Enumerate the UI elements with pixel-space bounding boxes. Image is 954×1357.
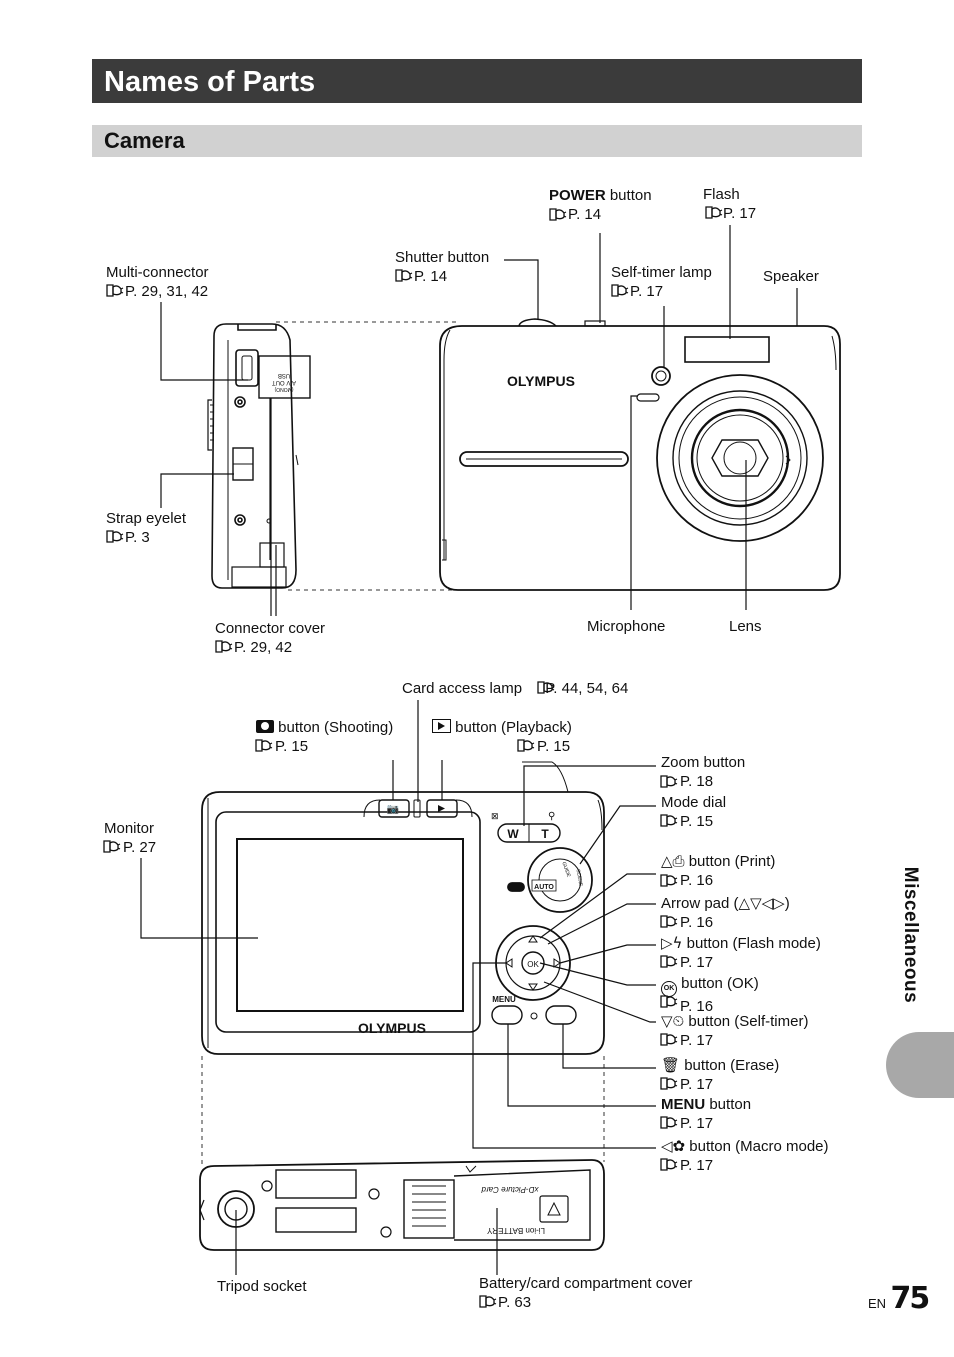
sidebar-section-label: Miscellaneous — [900, 866, 921, 1004]
mode-auto-mark: AUTO — [534, 884, 554, 891]
label-shooting-button: button (Shooting) P. 15 — [256, 718, 393, 756]
label-self-timer-button: ▽⏲ button (Self-timer) P. 17 — [661, 1012, 809, 1049]
xd-card-mark: xD-Picture Card — [481, 1185, 539, 1194]
label-strap-eyelet: Strap eyelet P. 3 — [106, 510, 187, 546]
label-microphone: Microphone — [587, 618, 666, 635]
label-multi-connector: Multi-connector P. 29, 31, 42 — [106, 264, 209, 300]
mode-scene-mark: SCENE — [575, 869, 584, 888]
playback-triangle-icon — [438, 805, 445, 812]
label-erase-button: 🗑 button (Erase) P. 17 — [661, 1056, 780, 1093]
left-macro-icon: ◁✿ — [661, 1137, 686, 1155]
language-code: EN — [868, 1296, 887, 1311]
label-tripod-socket: Tripod socket — [217, 1278, 307, 1295]
index-icon: ⊠ — [491, 811, 499, 821]
section-title-bar: Names of Parts — [92, 59, 862, 103]
back-view-marks: 📷 W T ⊠ ⚲ AUTO GUIDE SCENE OK MENU OLYMP… — [358, 804, 584, 1036]
leader-lines-top — [160, 225, 798, 616]
camera-icon — [256, 720, 274, 733]
label-print-button: △⎙ button (Print) P. 16 — [661, 852, 776, 889]
label-lens: Lens — [729, 618, 762, 635]
leader-lines-bottom — [140, 700, 656, 1275]
menu-button-mark: MENU — [492, 995, 516, 1004]
label-ok-button: OK button (OK) P. 16 — [661, 974, 759, 1016]
subsection-title: Camera — [104, 128, 185, 153]
shooting-camera-icon: 📷 — [387, 804, 399, 815]
page-number: EN 75 — [868, 1281, 931, 1316]
camera-back-view — [201, 761, 605, 1055]
mono-mark: (MONO) — [274, 386, 293, 392]
arrow-pad-icons: △▽◁▷ — [738, 894, 785, 912]
olympus-logo-back: OLYMPUS — [358, 1020, 426, 1036]
ok-icon: OK — [661, 981, 677, 997]
camera-bottom-view — [199, 1159, 605, 1251]
label-battery-cover: Battery/card compartment cover P. 63 — [479, 1275, 693, 1311]
label-flash: Flash P. 17 — [703, 186, 757, 222]
right-flash-icon: ▷ϟ — [661, 934, 683, 952]
battery-mark: Li-ion BATTERY — [486, 1226, 545, 1235]
label-speaker: Speaker — [763, 268, 819, 285]
page-number-value: 75 — [890, 1281, 931, 1316]
label-power-button: POWER button P. 14 — [549, 187, 652, 223]
label-self-timer-lamp: Self-timer lamp P. 17 — [611, 264, 712, 300]
mode-guide-mark: GUIDE — [560, 861, 571, 879]
label-mode-dial: Mode dial P. 15 — [661, 794, 727, 830]
side-port-marks: USB A/V OUT (MONO) — [272, 372, 296, 392]
page-reference-icons — [103, 206, 723, 1308]
erase-icon: 🗑 — [661, 1056, 681, 1074]
playback-icon — [432, 719, 451, 733]
label-zoom-button: Zoom button P. 18 — [661, 754, 746, 790]
label-connector-cover: Connector cover P. 29, 42 — [215, 620, 326, 656]
label-shutter-button: Shutter button P. 14 — [395, 249, 490, 285]
up-print-icon: △⎙ — [661, 852, 685, 870]
zoom-t-mark: T — [541, 827, 549, 841]
page-title: Names of Parts — [104, 66, 316, 98]
label-arrow-pad: Arrow pad (△▽◁▷) P. 16 — [661, 894, 790, 931]
label-playback-button: button (Playback) P. 15 — [432, 718, 572, 756]
label-monitor: Monitor P. 27 — [104, 820, 157, 856]
down-timer-icon: ▽⏲ — [661, 1012, 685, 1030]
av-out-mark: A/V OUT — [272, 379, 296, 385]
camera-front-view — [439, 318, 841, 591]
sidebar-tab — [886, 1032, 954, 1098]
label-flash-mode-button: ▷ϟ button (Flash mode) P. 17 — [661, 934, 821, 971]
zoom-w-mark: W — [507, 827, 519, 841]
usb-mark: USB — [278, 372, 290, 378]
label-card-access-lamp: Card access lamp P. 44, 54, 64 — [402, 680, 629, 697]
ok-button-mark: OK — [527, 960, 539, 969]
olympus-logo-front: OLYMPUS — [507, 373, 575, 389]
magnify-icon: ⚲ — [548, 811, 555, 822]
label-macro-button: ◁✿ button (Macro mode) P. 17 — [661, 1137, 829, 1174]
subsection-bar: Camera — [92, 125, 862, 157]
camera-side-view — [207, 323, 311, 589]
label-menu-button: MENU button P. 17 — [661, 1096, 752, 1132]
